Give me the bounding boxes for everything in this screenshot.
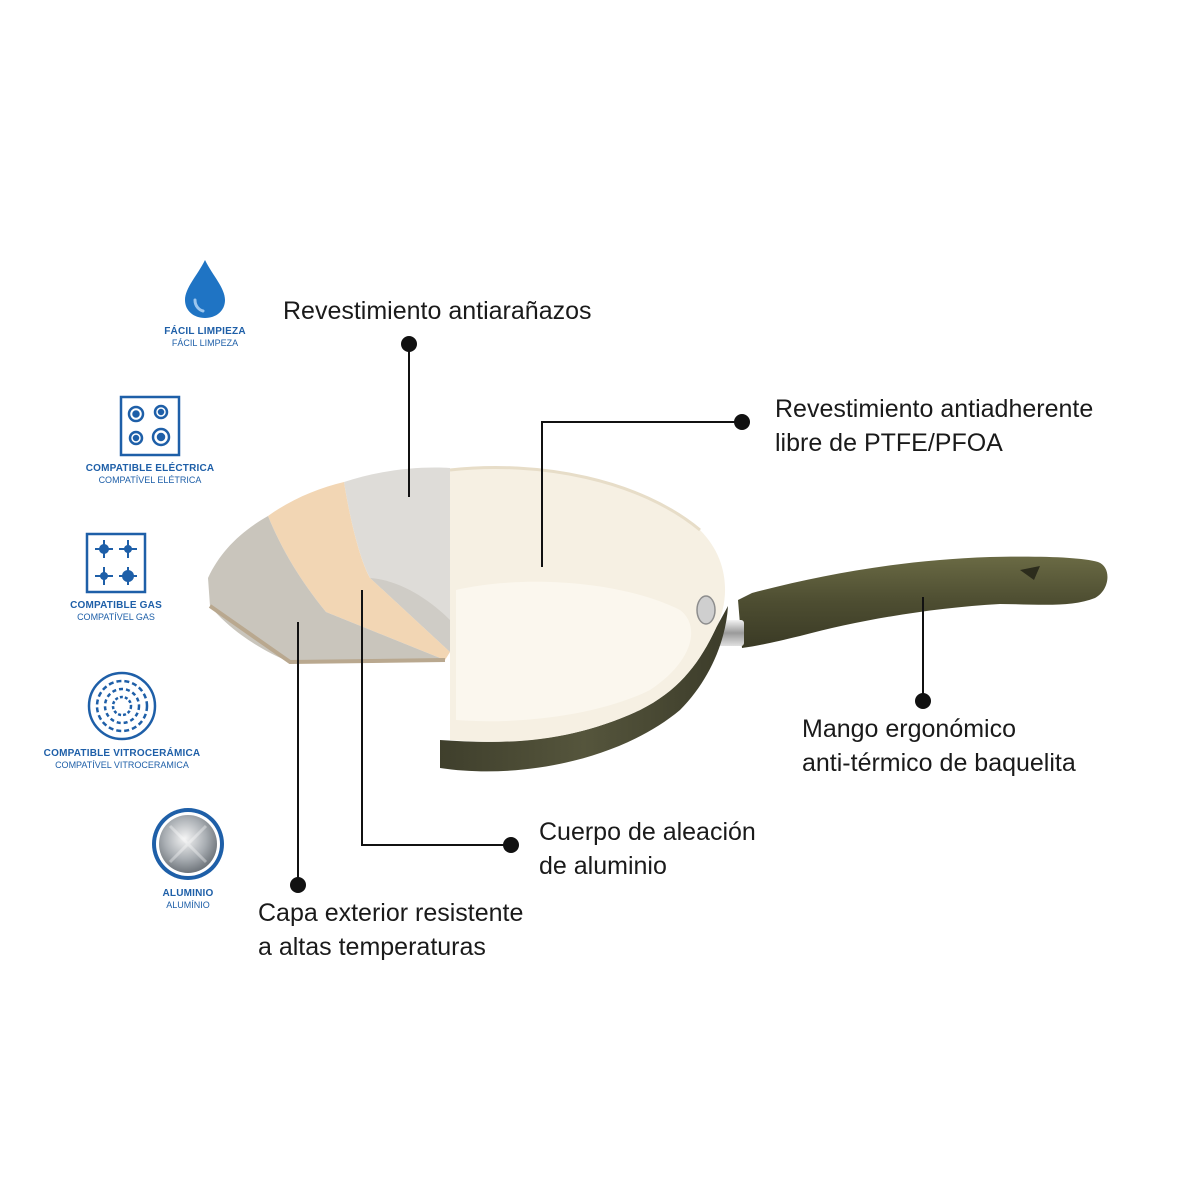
callout-line: a altas temperaturas — [258, 933, 486, 961]
callout-line: anti-térmico de baquelita — [802, 749, 1076, 777]
dot-nonstick — [734, 414, 750, 430]
callout-nonstick: Revestimiento antiadherente libre de PTF… — [775, 392, 1093, 460]
handle-hang-hole — [1020, 566, 1040, 580]
feature-title: COMPATIBLE VITROCERÁMICA — [43, 748, 201, 759]
feature-subtitle: ALUMÍNIO — [166, 900, 210, 910]
callout-handle: Mango ergonómico anti-térmico de baqueli… — [802, 712, 1076, 780]
feature-easy-clean: FÁCIL LIMPIEZA FÁCIL LIMPEZA — [95, 258, 315, 348]
frying-pan-illustration — [208, 466, 1108, 772]
callout-line: Mango ergonómico — [802, 715, 1017, 743]
layer-aluminum-body — [268, 482, 450, 660]
feature-title: COMPATIBLE ELÉCTRICA — [85, 463, 215, 474]
pan-interior-floor — [456, 581, 692, 722]
feature-subtitle: COMPATÍVEL VITROCERAMICA — [55, 760, 189, 770]
electric-cooktop-icon — [119, 395, 181, 457]
callout-scratch-resistant: Revestimiento antiarañazos — [283, 294, 592, 328]
callout-line: libre de PTFE/PFOA — [775, 429, 1003, 457]
dot-scratch — [401, 336, 417, 352]
feature-subtitle: COMPATÍVEL GAS — [77, 612, 155, 622]
gas-burner-icon — [85, 532, 147, 594]
feature-subtitle: FÁCIL LIMPEZA — [171, 338, 239, 348]
layer-exterior — [208, 516, 445, 662]
feature-title: FÁCIL LIMPIEZA — [164, 326, 246, 337]
pan-exterior — [440, 606, 728, 772]
feature-gas: COMPATIBLE GAS COMPATÍVEL GAS — [6, 532, 226, 622]
feature-title: ALUMINIO — [162, 888, 214, 899]
callout-line: Revestimiento antiadherente — [775, 395, 1094, 423]
leader-body — [361, 590, 511, 846]
feature-ceramic: COMPATIBLE VITROCERÁMICA COMPATÍVEL VITR… — [12, 670, 232, 770]
feature-subtitle: COMPATÍVEL ELÉTRICA — [98, 475, 202, 485]
callout-aluminum-body: Cuerpo de aleación de aluminio — [539, 815, 756, 883]
aluminum-disc-icon — [152, 808, 224, 880]
leader-nonstick — [541, 421, 742, 567]
feature-electric: COMPATIBLE ELÉCTRICA COMPATÍVEL ELÉTRICA — [40, 395, 260, 485]
dot-handle — [915, 693, 931, 709]
feature-aluminum: ALUMINIO ALUMÍNIO — [78, 806, 298, 910]
callout-line: de aluminio — [539, 852, 667, 880]
callout-exterior-layer: Capa exterior resistente a altas tempera… — [258, 896, 523, 964]
ceramic-hob-icon — [87, 671, 157, 741]
water-drop-icon — [185, 260, 225, 318]
handle-rivet — [696, 595, 716, 625]
feature-title: COMPATIBLE GAS — [70, 600, 162, 611]
callout-line: Cuerpo de aleación — [539, 818, 756, 846]
callout-line: Capa exterior resistente — [258, 899, 524, 927]
leader-lines — [297, 344, 924, 885]
dot-exterior — [290, 877, 306, 893]
leader-dots — [290, 336, 931, 893]
dot-body — [503, 837, 519, 853]
callout-line: Revestimiento antiarañazos — [283, 297, 592, 325]
